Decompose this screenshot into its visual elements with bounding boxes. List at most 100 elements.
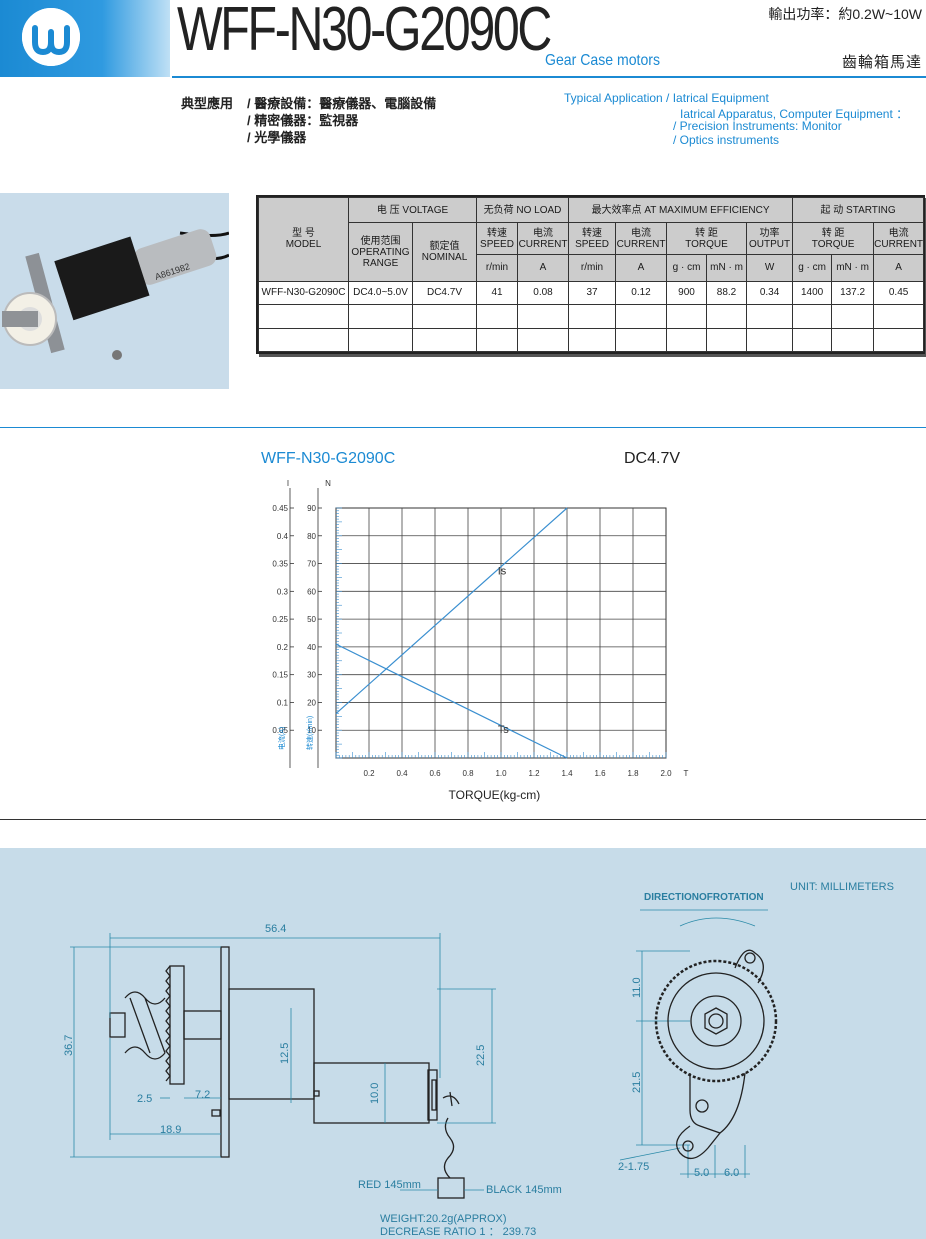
current-tick-label: 0.45 xyxy=(272,504,288,513)
current-tick-label: 0.4 xyxy=(277,532,289,541)
header-divider xyxy=(172,76,926,78)
x-tick-label: 0.2 xyxy=(363,769,375,778)
max-efficiency-header: 最大效率点 AT MAXIMUM EFFICIENCY xyxy=(568,196,794,224)
unit-cell: A xyxy=(615,254,668,282)
rotation-label: DIRECTIONOFROTATION xyxy=(644,892,764,903)
table-cell: WFF-N30-G2090C xyxy=(258,280,349,306)
dim-7-2: 7.2 xyxy=(195,1089,210,1101)
gear-wheel xyxy=(169,965,185,1085)
page-title: WFF-N30-G2090C xyxy=(177,0,552,64)
application-en-2: Iatrical Apparatus, Computer Equipment ： xyxy=(680,107,909,121)
dim-21-5: 21.5 xyxy=(631,1072,643,1093)
table-cell: 900 xyxy=(666,280,708,306)
speed-tick-label: 50 xyxy=(307,615,316,624)
speed-axis-title: 转速(r/min) xyxy=(305,716,314,750)
table-cell: 137.2 xyxy=(831,280,875,306)
voltage-header: 电 压 VOLTAGE xyxy=(348,196,477,224)
speed-axis-label: N xyxy=(325,479,331,488)
current-tick-label: 0.1 xyxy=(277,698,289,707)
dim-10-0: 10.0 xyxy=(369,1083,381,1104)
current-axis-title: 电流(A) xyxy=(277,727,286,750)
x-tick-label: 0.6 xyxy=(429,769,441,778)
series-label-ts: Ts xyxy=(498,724,510,736)
empty-row xyxy=(258,327,925,353)
mount-plate xyxy=(220,946,230,1158)
dim-18-9: 18.9 xyxy=(160,1124,181,1136)
table-cell: 88.2 xyxy=(706,280,748,306)
x-tick-label: 0.4 xyxy=(396,769,408,778)
table-cell: 41 xyxy=(476,280,518,306)
product-category: 齒輪箱馬達 xyxy=(841,54,922,71)
speed-tick-label: 10 xyxy=(307,726,316,735)
section-divider xyxy=(0,819,926,820)
speed-tick-label: 90 xyxy=(307,504,316,513)
unit-note: UNIT: MILLIMETERS xyxy=(790,881,894,893)
current-tick-label: 0.3 xyxy=(277,587,289,596)
black-wire-label: BLACK 145mm xyxy=(486,1184,562,1196)
product-photo: A861982 xyxy=(0,193,229,389)
x-tick-label: 1.2 xyxy=(528,769,540,778)
dim-height: 36.7 xyxy=(63,1035,75,1056)
series-label-is: Is xyxy=(498,566,507,578)
unit-cell: A xyxy=(873,254,925,282)
table-cell: 0.34 xyxy=(746,280,794,306)
empty-row xyxy=(258,304,925,329)
chart-voltage: DC4.7V xyxy=(624,450,681,467)
dim-2-5: 2.5 xyxy=(137,1093,152,1105)
speed-tick-label: 40 xyxy=(307,643,316,652)
current-tick-label: 0.05 xyxy=(272,726,288,735)
application-en-3: / Precision Instruments: Monitor xyxy=(673,119,842,133)
x-axis-title: TORQUE(kg-cm) xyxy=(449,788,541,802)
speed-tick-label: 30 xyxy=(307,671,316,680)
current-tick-label: 0.15 xyxy=(272,671,288,680)
application-cn-1: / 醫療設備：醫療儀器、電腦設備 xyxy=(247,96,437,111)
x-tick-label: 1.8 xyxy=(627,769,639,778)
x-tick-label: 1.0 xyxy=(495,769,507,778)
unit-cell: mN · m xyxy=(831,254,875,282)
unit-cell: r/min xyxy=(476,254,518,282)
unit-cell: g · cm xyxy=(792,254,833,282)
x-tick-label: 0.8 xyxy=(462,769,474,778)
dim-6-0: 6.0 xyxy=(724,1167,739,1179)
table-cell: 37 xyxy=(568,280,617,306)
dimension-drawing: UNIT: MILLIMETERS DIRECTIONOFROTATION 56… xyxy=(0,848,926,1239)
x-axis-end-label: T xyxy=(684,769,689,778)
unit-cell: r/min xyxy=(568,254,617,282)
no-load-header: 无负荷 NO LOAD xyxy=(475,196,570,224)
chart-title: WFF-N30-G2090C xyxy=(261,450,396,467)
current-tick-label: 0.35 xyxy=(272,560,288,569)
current-axis-label: I xyxy=(287,479,289,488)
unit-cell: mN · m xyxy=(706,254,748,282)
dim-5-0: 5.0 xyxy=(694,1167,709,1179)
power-range: 輸出功率：約0.2W~10W xyxy=(768,6,922,22)
table-cell: 0.45 xyxy=(873,280,925,306)
application-cn-2: / 精密儀器：監視器 xyxy=(247,113,359,128)
red-wire-label: RED 145mm xyxy=(358,1179,421,1191)
starting-header: 起 动 STARTING xyxy=(792,196,925,224)
table-cell: DC4.0~5.0V xyxy=(348,280,413,306)
speed-tick-label: 20 xyxy=(307,698,316,707)
table-cell: 1400 xyxy=(792,280,833,306)
table-cell: 0.12 xyxy=(615,280,668,306)
speed-tick-label: 80 xyxy=(307,532,316,541)
series-line-is xyxy=(335,507,568,715)
speed-tick-label: 70 xyxy=(307,560,316,569)
application-en-4: / Optics instruments xyxy=(673,133,780,147)
dim-total-length: 56.4 xyxy=(265,923,286,935)
x-tick-label: 1.4 xyxy=(561,769,573,778)
section-divider xyxy=(0,427,926,428)
dim-12-5: 12.5 xyxy=(279,1043,291,1064)
unit-cell: g · cm xyxy=(666,254,708,282)
weight-label: WEIGHT:20.2g(APPROX) xyxy=(380,1213,507,1225)
table-cell: 0.08 xyxy=(516,280,570,306)
